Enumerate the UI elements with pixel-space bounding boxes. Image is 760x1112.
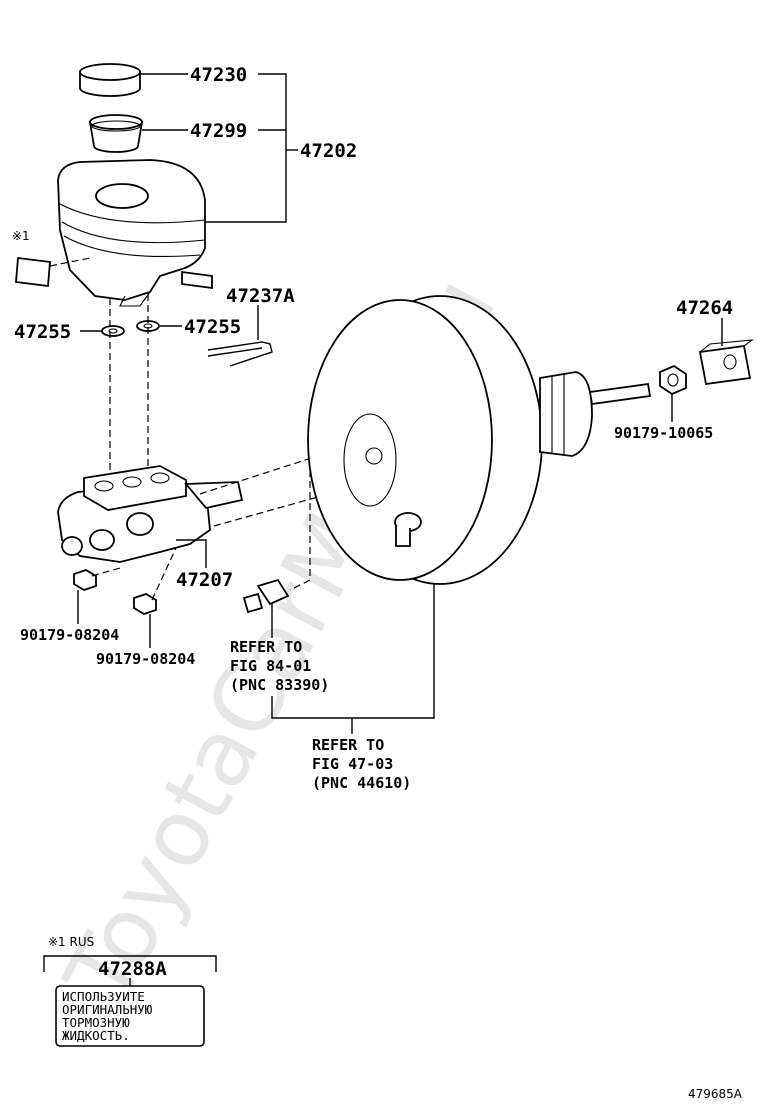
clevis-lock-nut bbox=[659, 364, 687, 396]
figure-id: 479685A bbox=[688, 1087, 743, 1101]
label-47207: 47207 bbox=[176, 569, 233, 591]
refer-switch-line-3: (PNC 83390) bbox=[230, 676, 329, 694]
caution-sticker bbox=[15, 256, 91, 288]
label-47230: 47230 bbox=[190, 64, 247, 86]
label-47237a: 47237A bbox=[226, 285, 295, 307]
label-47299: 47299 bbox=[190, 120, 247, 142]
grommet-left bbox=[101, 325, 125, 337]
note-mark: ※1 bbox=[12, 229, 30, 243]
brake-fluid-reservoir bbox=[57, 159, 213, 307]
push-rod-clevis bbox=[698, 339, 754, 386]
ru-line-4: ЖИДКОСТЬ. bbox=[62, 1028, 130, 1043]
bolt-b bbox=[133, 593, 157, 615]
label-47202: 47202 bbox=[300, 140, 357, 162]
russian-caution-label: ИСПОЛЬЗУИТЕ ОРИГИНАЛЬНУЮ ТОРМОЗНУЮ ЖИДКО… bbox=[55, 985, 205, 1047]
label-90179-08204-b: 90179-08204 bbox=[96, 650, 195, 668]
reservoir-pin bbox=[207, 341, 273, 367]
ru-line-3: ТОРМОЗНУЮ bbox=[62, 1015, 130, 1030]
inset-note: ※1 RUS bbox=[48, 935, 94, 949]
fluid-level-switch bbox=[242, 578, 290, 614]
bolt-a bbox=[73, 569, 97, 591]
refer-switch-line-1: REFER TO bbox=[230, 638, 302, 656]
label-90179-10065: 90179-10065 bbox=[614, 424, 713, 442]
refer-switch-line-2: FIG 84-01 bbox=[230, 657, 311, 675]
master-cylinder bbox=[57, 465, 244, 563]
refer-booster-line-3: (PNC 44610) bbox=[312, 774, 411, 792]
ru-line-1: ИСПОЛЬЗУИТЕ bbox=[62, 989, 145, 1004]
inset-part-number: 47288A bbox=[98, 958, 167, 980]
label-47264: 47264 bbox=[676, 297, 733, 319]
reservoir-cap bbox=[79, 63, 141, 97]
reservoir-strainer bbox=[88, 114, 144, 153]
label-47255-right: 47255 bbox=[184, 316, 241, 338]
brake-booster bbox=[307, 295, 652, 585]
refer-booster-line-1: REFER TO bbox=[312, 736, 384, 754]
ru-line-2: ОРИГИНАЛЬНУЮ bbox=[62, 1002, 153, 1017]
label-47255-left: 47255 bbox=[14, 321, 71, 343]
refer-booster-line-2: FIG 47-03 bbox=[312, 755, 393, 773]
label-90179-08204-a: 90179-08204 bbox=[20, 626, 119, 644]
